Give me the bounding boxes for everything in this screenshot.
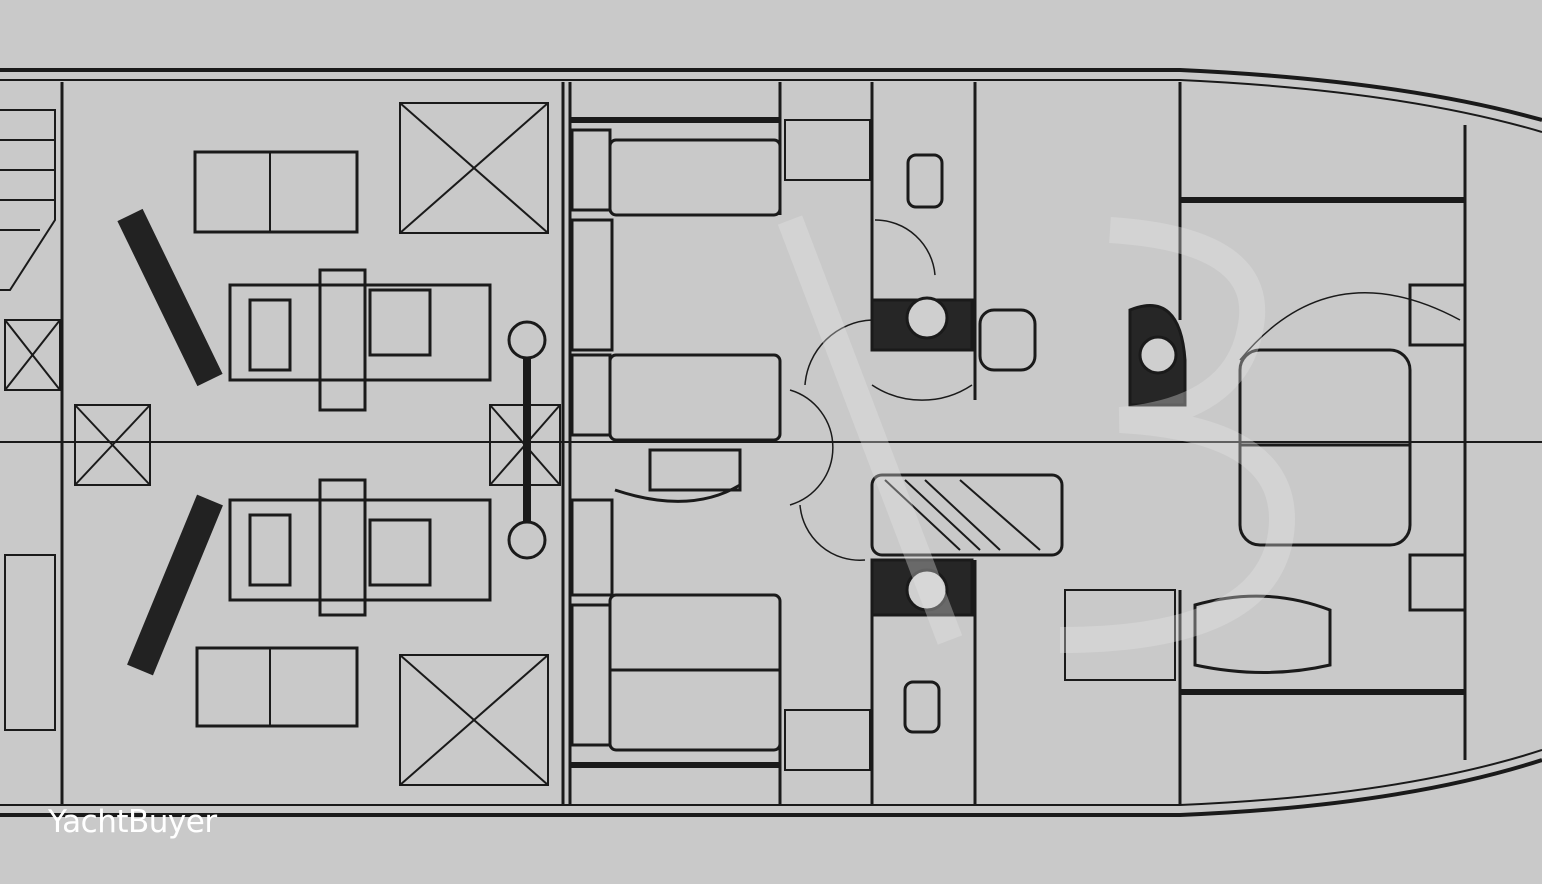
wardrobes bbox=[784, 119, 1176, 771]
hull-outline bbox=[0, 68, 1542, 817]
port-engine bbox=[117, 208, 492, 412]
owner-suite bbox=[1180, 197, 1467, 695]
guest-cabins bbox=[570, 117, 782, 768]
door-swings bbox=[789, 219, 973, 561]
watermark-monogram bbox=[777, 215, 1295, 653]
starboard-engine bbox=[127, 478, 492, 676]
yachtbuyer-watermark: YachtBuyer bbox=[48, 804, 217, 840]
generator bbox=[507, 320, 547, 560]
engine-room-hatches bbox=[74, 102, 561, 786]
heads bbox=[870, 153, 1187, 734]
main-staircase bbox=[870, 473, 1064, 557]
aft-stairs bbox=[0, 109, 61, 731]
